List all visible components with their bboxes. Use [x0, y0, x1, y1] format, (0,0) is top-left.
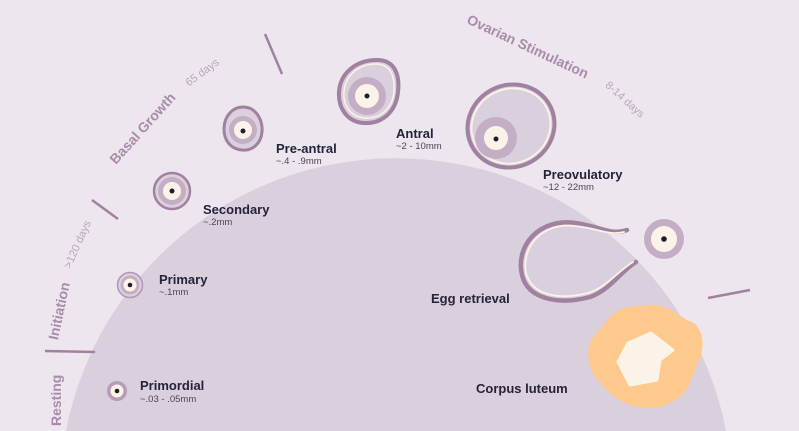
stage-label-antral: Antral [396, 126, 434, 141]
phase-divider [263, 33, 284, 75]
pre-antral-follicle-icon [222, 105, 264, 152]
stage-label-pre-antral: Pre-antral [276, 141, 337, 156]
stage-label-secondary: Secondary [203, 202, 270, 217]
antral-follicle-icon [336, 57, 401, 126]
corpus-luteum-icon [588, 304, 703, 409]
stage-size-primordial: ~.03 - .05mm [140, 394, 197, 405]
stage-label-preovulatory: Preovulatory [543, 167, 623, 182]
primordial-follicle-icon [107, 381, 127, 401]
stage-size-primary: ~.1mm [159, 287, 189, 298]
stage-size-preovulatory: ~12 - 22mm [543, 182, 594, 193]
preovulatory-follicle-icon [465, 82, 557, 170]
stage-label-primary: Primary [159, 272, 208, 287]
stage-label-egg-retrieval: Egg retrieval [431, 291, 510, 306]
secondary-follicle-icon [152, 171, 192, 211]
stage-size-antral: ~2 - 10mm [396, 141, 442, 152]
stage-label-corpus-luteum: Corpus luteum [476, 381, 568, 396]
phase-resting: Resting [48, 374, 64, 426]
primary-follicle-icon [116, 271, 144, 299]
stage-size-pre-antral: ~.4 - .9mm [276, 156, 322, 167]
stage-label-primordial: Primordial [140, 378, 205, 393]
phase-divider [44, 349, 96, 354]
egg-retrieval-icon [518, 219, 684, 303]
phase-divider [707, 288, 751, 300]
phase-divider [91, 198, 119, 221]
stage-size-secondary: ~.2mm [203, 217, 233, 228]
